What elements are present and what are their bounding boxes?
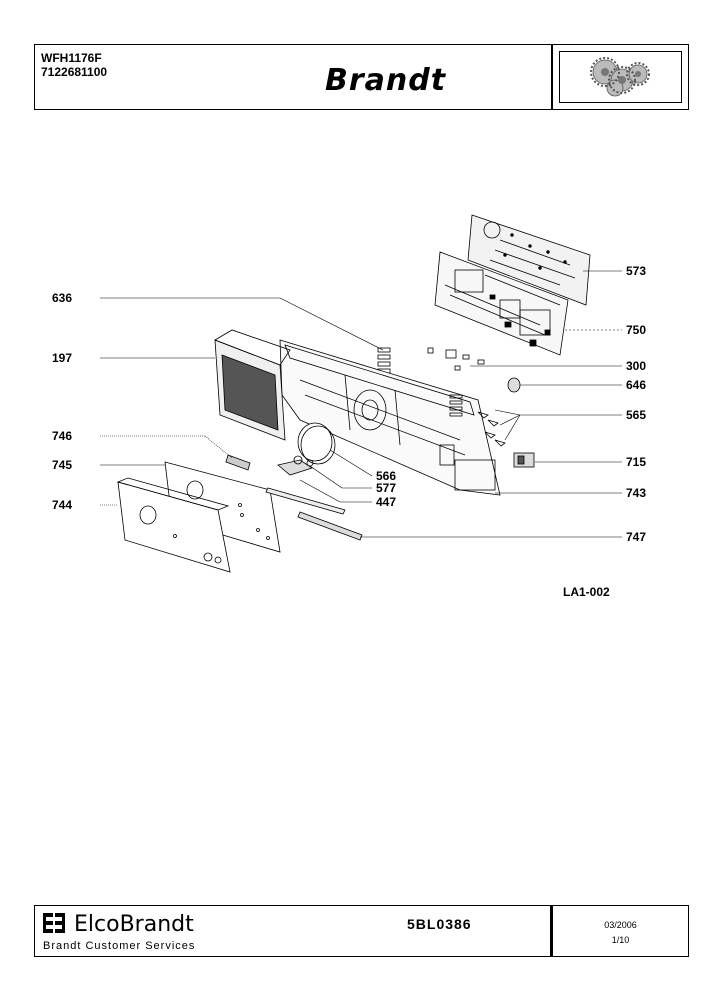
document-date: 03/2006 bbox=[604, 920, 637, 930]
page-number: 1/10 bbox=[611, 935, 630, 945]
leader-447 bbox=[299, 479, 341, 503]
part-646-knob bbox=[507, 377, 521, 393]
part-750-module bbox=[434, 251, 569, 356]
label-636: 636 bbox=[52, 291, 72, 305]
part-746-lens bbox=[225, 454, 251, 471]
part-197-drawer bbox=[214, 329, 291, 441]
gear-logo-box bbox=[551, 45, 688, 109]
elco-mark-icon bbox=[43, 913, 65, 933]
label-197: 197 bbox=[52, 351, 72, 365]
label-447: 447 bbox=[376, 495, 396, 509]
part-566-dial bbox=[297, 422, 336, 465]
gear-logo-frame bbox=[559, 51, 682, 103]
model-name: WFH1176F bbox=[41, 51, 102, 65]
company-logo: ElcoBrandt bbox=[43, 912, 194, 937]
label-577: 577 bbox=[376, 481, 396, 495]
document-reference: 5BL0386 bbox=[407, 916, 472, 932]
customer-services: Brandt Customer Services bbox=[43, 940, 196, 952]
part-573-board bbox=[467, 214, 591, 306]
part-715-switch bbox=[513, 452, 535, 468]
footer-box: ElcoBrandt Brandt Customer Services 5BL0… bbox=[34, 905, 689, 957]
label-566: 566 bbox=[376, 469, 396, 483]
gears-icon bbox=[590, 57, 650, 97]
part-300-clips bbox=[427, 347, 485, 371]
diagram-code: LA1-002 bbox=[563, 585, 610, 599]
part-747-trim bbox=[297, 511, 363, 541]
leader-lines bbox=[100, 270, 622, 538]
header-box: WFH1176F 7122681100 Brandt bbox=[34, 44, 689, 110]
company-prefix: Elco bbox=[74, 912, 120, 937]
label-747: 747 bbox=[626, 530, 646, 544]
part-number: 7122681100 bbox=[41, 65, 108, 79]
part-744-front-decor bbox=[116, 477, 231, 573]
part-743-control-panel bbox=[279, 339, 501, 496]
part-636-buttons bbox=[377, 347, 391, 374]
label-565: 565 bbox=[626, 408, 646, 422]
leader-566 bbox=[329, 449, 373, 477]
label-743: 743 bbox=[626, 486, 646, 500]
part-565-springs bbox=[449, 394, 506, 447]
label-746: 746 bbox=[52, 429, 72, 443]
label-646: 646 bbox=[626, 378, 646, 392]
diagram-drawing bbox=[116, 214, 591, 573]
part-447-strip bbox=[265, 487, 346, 515]
label-300: 300 bbox=[626, 359, 646, 373]
date-box: 03/2006 1/10 bbox=[550, 906, 688, 956]
leader-577 bbox=[309, 465, 343, 489]
part-labels: 636 197 746 745 744 573 750 300 646 565 … bbox=[52, 264, 646, 599]
label-745: 745 bbox=[52, 458, 72, 472]
part-577-button bbox=[277, 455, 314, 476]
label-573: 573 bbox=[626, 264, 646, 278]
label-744: 744 bbox=[52, 498, 72, 512]
company-suffix: Brandt bbox=[119, 912, 194, 937]
brand-logo: Brandt bbox=[325, 63, 447, 98]
model-info: WFH1176F 7122681100 bbox=[41, 51, 107, 79]
label-715: 715 bbox=[626, 455, 646, 469]
label-750: 750 bbox=[626, 323, 646, 337]
